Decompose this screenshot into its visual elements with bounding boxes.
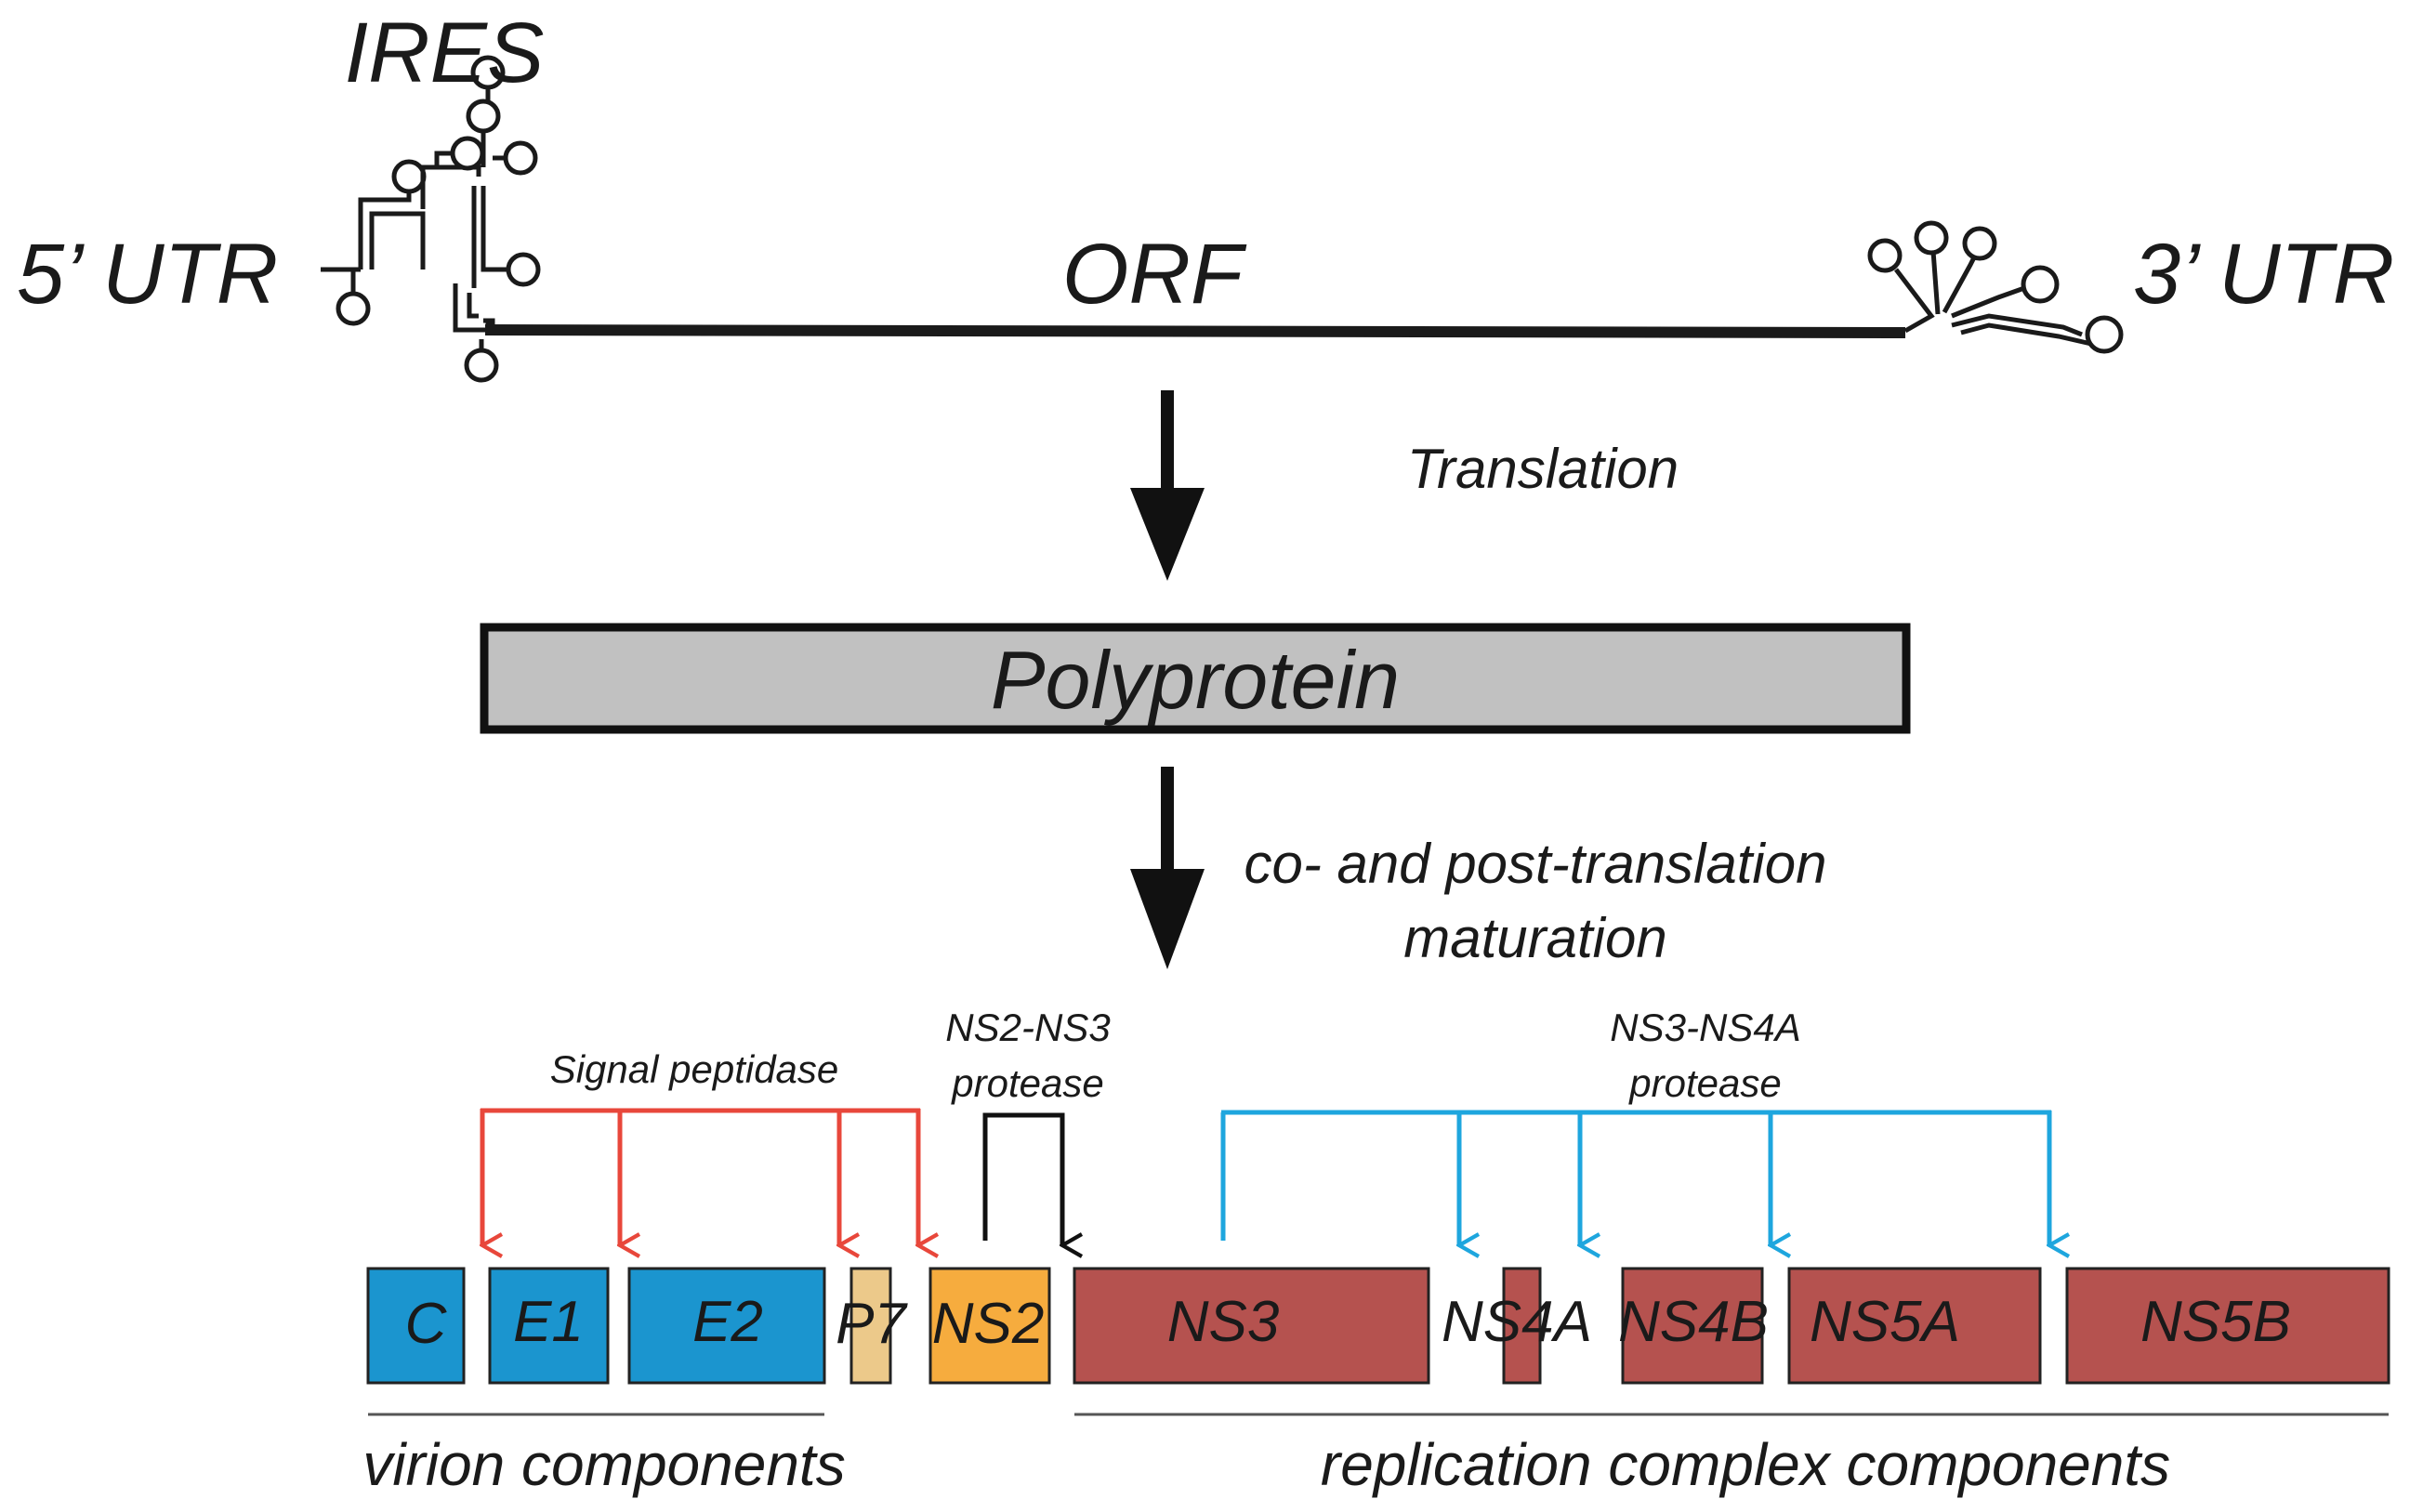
utr5-label: 5’ UTR [17, 227, 278, 322]
segment-ns4a [1502, 1267, 1542, 1385]
ires-label: IRES [345, 6, 545, 100]
ns2ns3-protease-bracket [982, 1112, 1062, 1245]
segment-ns2-label: NS2 [932, 1292, 1045, 1356]
ns3ns4a-label-line2: protease [1627, 1061, 1781, 1105]
segment-p7-label: P7 [836, 1292, 908, 1356]
segment-ns3 [1073, 1267, 1430, 1385]
segment-e2-label: E2 [692, 1290, 763, 1354]
protein-segments [366, 1267, 2390, 1385]
segment-ns4a-label: NS4A [1442, 1290, 1592, 1354]
translation-label: Translation [1407, 438, 1679, 500]
signal-peptidase-bracket [481, 1108, 920, 1245]
orf-line [484, 324, 1906, 338]
segment-ns5b [2065, 1267, 2390, 1385]
polyprotein-label: Polyprotein [991, 634, 1400, 726]
utr3-label: 3’ UTR [2133, 227, 2394, 322]
segment-ns4b [1621, 1267, 1764, 1385]
maturation-arrow [1130, 767, 1205, 969]
ns2ns3-label-line2: protease [950, 1061, 1103, 1105]
polyprotein-box [480, 623, 1911, 734]
replication-components-label: replication complex components [1321, 1431, 2170, 1498]
ns3ns4a-protease-bracket [1220, 1110, 2051, 1245]
ns2ns3-label-line1: NS2-NS3 [945, 1006, 1110, 1049]
segment-p7 [849, 1267, 892, 1385]
segment-e1 [488, 1267, 610, 1385]
segment-e2 [627, 1267, 826, 1385]
segment-ns3-label: NS3 [1167, 1290, 1280, 1354]
ires-structure [358, 55, 541, 383]
segment-c-label: C [405, 1292, 448, 1356]
maturation-label-line2: maturation [1403, 907, 1666, 969]
signal-peptidase-label: Signal peptidase [550, 1047, 839, 1091]
segment-ns2 [928, 1267, 1051, 1385]
segment-e1-label: E1 [513, 1290, 584, 1354]
ns3ns4a-label-line1: NS3-NS4A [1610, 1006, 1800, 1049]
segment-c [366, 1267, 466, 1385]
orf-label: ORF [1062, 227, 1247, 322]
rna-genome [321, 55, 2124, 383]
segment-ns4b-label: NS4B [1618, 1290, 1769, 1354]
virion-components-label: virion components [362, 1431, 845, 1498]
segment-ns5a [1787, 1267, 2042, 1385]
utr3-structure [1867, 220, 2124, 354]
translation-arrow [1130, 390, 1205, 581]
segment-ns5a-label: NS5A [1810, 1290, 1960, 1354]
segment-ns5b-label: NS5B [2140, 1290, 2291, 1354]
maturation-label-line1: co- and post-translation [1244, 833, 1826, 895]
